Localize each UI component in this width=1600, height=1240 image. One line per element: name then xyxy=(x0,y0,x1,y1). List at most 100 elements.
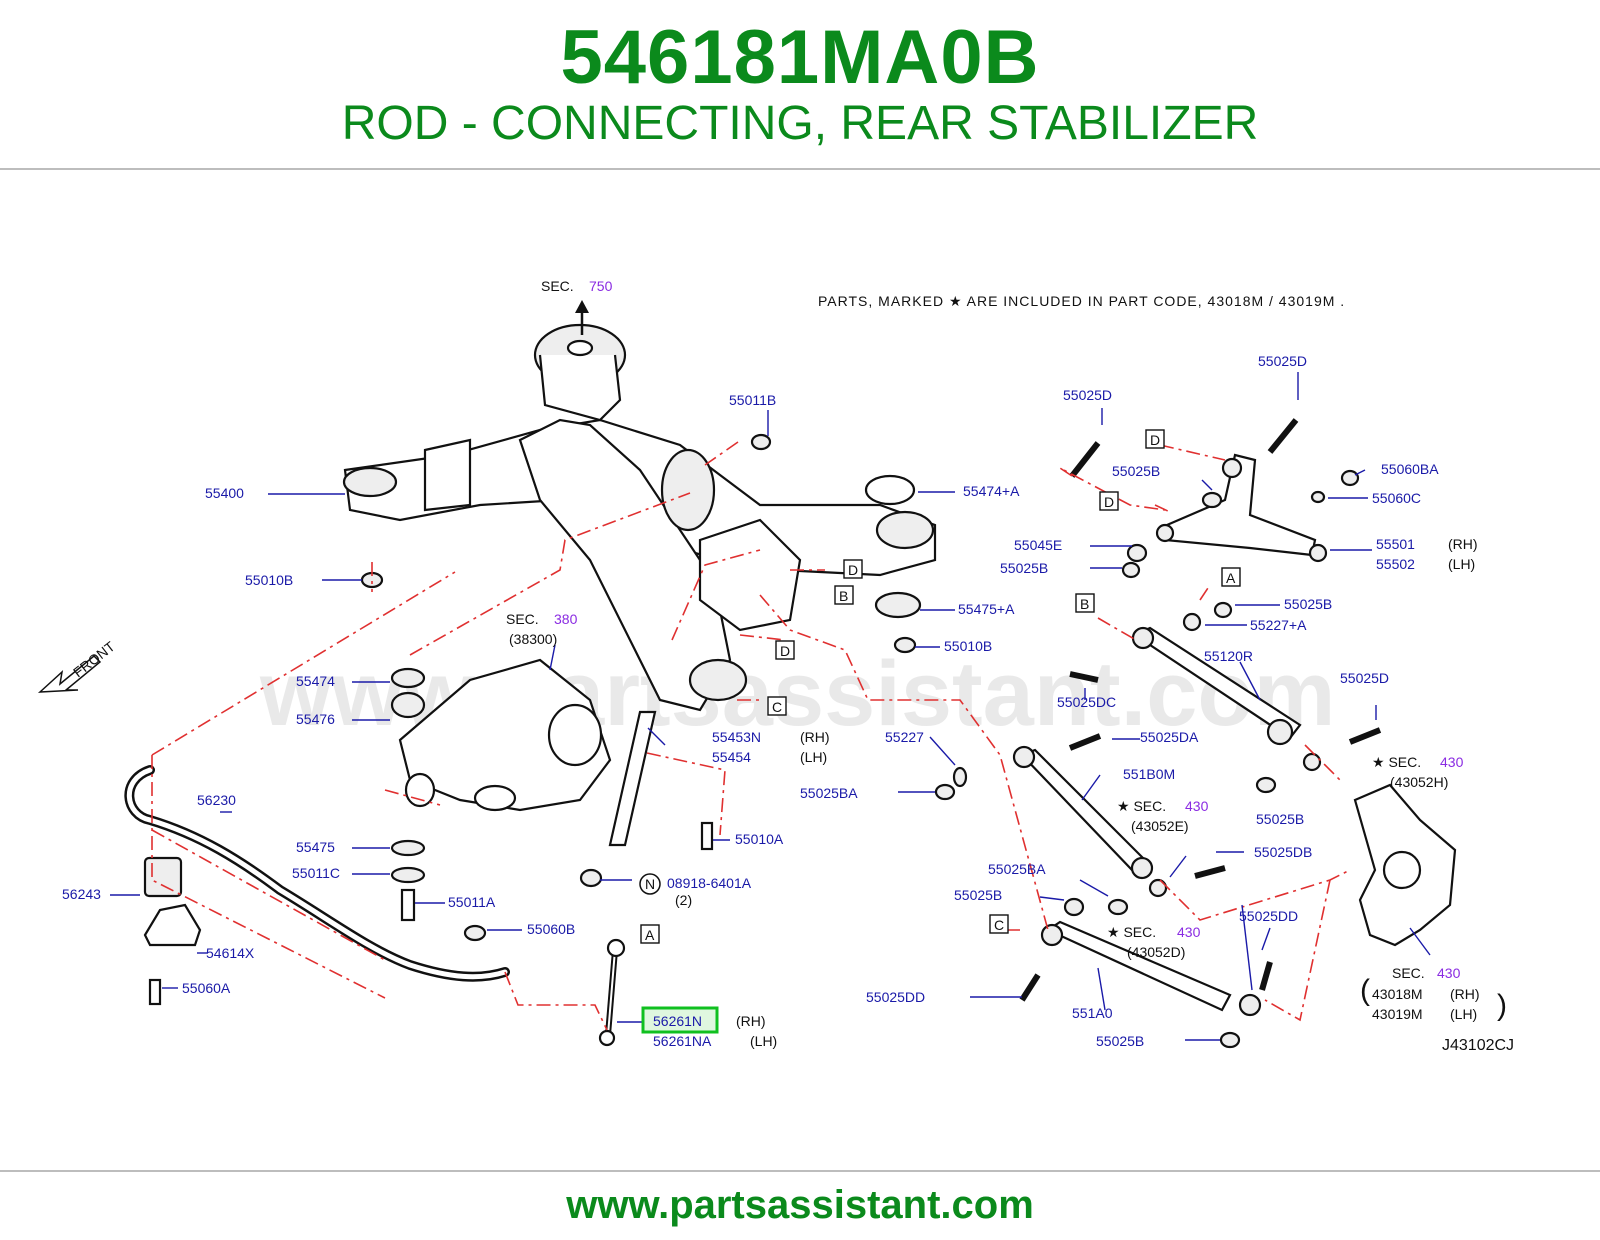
label-551B0M: 551B0M xyxy=(1123,766,1175,782)
part-name-subtitle: ROD - CONNECTING, REAR STABILIZER xyxy=(341,97,1259,150)
label-55060BA: 55060BA xyxy=(1381,461,1439,477)
label-55025BA-2: 55025BA xyxy=(988,861,1046,877)
ref-letter-d2: D xyxy=(780,643,790,659)
label-55025DD-2: 55025DD xyxy=(866,989,925,1005)
label-lh-1: (LH) xyxy=(800,749,827,765)
label-551A0: 551A0 xyxy=(1072,1005,1113,1021)
header-divider xyxy=(0,168,1600,170)
highlight-box-56261N xyxy=(641,1006,719,1034)
parts-note: PARTS, MARKED ★ ARE INCLUDED IN PART COD… xyxy=(818,293,1345,309)
sec380-number: 380 xyxy=(554,611,578,627)
label-55011A: 55011A xyxy=(448,894,496,910)
mount-washers xyxy=(148,433,922,1006)
label-55045E: 55045E xyxy=(1014,537,1062,553)
label-55025B-6: 55025B xyxy=(1096,1033,1144,1049)
label-rh-4: (RH) xyxy=(1450,986,1480,1002)
label-55227: 55227 xyxy=(885,729,924,745)
ref-letter-b1: B xyxy=(839,588,848,604)
footer-website-link[interactable]: www.partsassistant.com xyxy=(566,1183,1034,1227)
label-55025B-2: 55025B xyxy=(1000,560,1048,576)
sec430d-number: 430 xyxy=(1437,965,1461,981)
label-lh-2: (LH) xyxy=(750,1033,777,1049)
label-55025B-3: 55025B xyxy=(1284,596,1332,612)
exploded-parts-diagram: www.partsassistant.com xyxy=(37,278,1514,1054)
label-55502: 55502 xyxy=(1376,556,1415,572)
paren-open: ( xyxy=(1360,974,1370,1007)
ref-letter-d3: D xyxy=(1150,432,1160,448)
label-55227A: 55227+A xyxy=(1250,617,1307,633)
subframe-55400 xyxy=(342,323,937,712)
leader-lines xyxy=(110,372,1431,1041)
label-rh-3: (RH) xyxy=(1448,536,1478,552)
label-rh-1: (RH) xyxy=(800,729,830,745)
label-55010B-a: 55010B xyxy=(245,572,293,588)
label-55060A: 55060A xyxy=(182,980,231,996)
label-55475A: 55475+A xyxy=(958,601,1015,617)
bushing-56243 xyxy=(143,856,183,898)
label-55025DD-1: 55025DD xyxy=(1239,908,1298,924)
label-55025DA: 55025DA xyxy=(1140,729,1199,745)
sec430b-number: 430 xyxy=(1185,798,1209,814)
label-55476: 55476 xyxy=(296,711,335,727)
sec430d-prefix: SEC. xyxy=(1392,965,1425,981)
bolts xyxy=(934,418,1382,1049)
sec380-prefix: SEC. xyxy=(506,611,539,627)
reference-lines xyxy=(151,441,1351,1031)
sec430b-prefix: ★ SEC. xyxy=(1117,798,1166,814)
label-55025D-3: 55025D xyxy=(1340,670,1389,686)
ref-letter-a1: A xyxy=(1226,570,1236,586)
paren-close: ) xyxy=(1497,989,1507,1022)
bracket-55453N xyxy=(608,710,657,847)
label-lh-3: (LH) xyxy=(1448,556,1475,572)
label-56261N[interactable]: 56261N xyxy=(653,1013,702,1029)
label-55025DC: 55025DC xyxy=(1057,694,1116,710)
label-08918-6401A: 08918-6401A xyxy=(667,875,752,891)
ref-boxes: D B D C D D A B C A xyxy=(640,429,1241,944)
ref-letter-c2: C xyxy=(994,917,1004,933)
label-lh-4: (LH) xyxy=(1450,1006,1477,1022)
sec380-subcode: (38300) xyxy=(509,631,557,647)
front-arrow-icon xyxy=(37,654,102,693)
sec430a-prefix: ★ SEC. xyxy=(1372,754,1421,770)
sec750-number: 750 xyxy=(589,278,613,294)
label-55453N: 55453N xyxy=(712,729,761,745)
ref-letter-d4: D xyxy=(1104,494,1114,510)
sec430a-number: 430 xyxy=(1440,754,1464,770)
sec430a-subcode: (43052H) xyxy=(1390,774,1448,790)
label-55025B-5: 55025B xyxy=(954,887,1002,903)
label-qty-2: (2) xyxy=(675,892,692,908)
sec430c-prefix: ★ SEC. xyxy=(1107,924,1156,940)
label-55011C: 55011C xyxy=(292,865,340,881)
label-55400: 55400 xyxy=(205,485,244,501)
label-55025D-1: 55025D xyxy=(1063,387,1112,403)
drawing-code: J43102CJ xyxy=(1442,1037,1514,1054)
front-label: FRONT xyxy=(70,638,118,681)
differential-sec380 xyxy=(398,658,612,812)
label-43019M: 43019M xyxy=(1372,1006,1423,1022)
ref-letter-b2: B xyxy=(1080,596,1089,612)
label-56230: 56230 xyxy=(197,792,236,808)
n-circle-icon xyxy=(639,873,661,895)
ref-letter-d1: D xyxy=(848,562,858,578)
label-55060C: 55060C xyxy=(1372,490,1421,506)
label-rh-2: (RH) xyxy=(736,1013,766,1029)
arrow-up-icon xyxy=(575,300,589,335)
label-55475: 55475 xyxy=(296,839,335,855)
sec430b-subcode: (43052E) xyxy=(1131,818,1189,834)
label-55454: 55454 xyxy=(712,749,751,765)
label-55025DB: 55025DB xyxy=(1254,844,1312,860)
label-54614X: 54614X xyxy=(206,945,255,961)
label-55474A: 55474+A xyxy=(963,483,1020,499)
label-55474: 55474 xyxy=(296,673,335,689)
label-56243: 56243 xyxy=(62,886,101,902)
n-circle-letter: N xyxy=(645,876,655,892)
ref-letter-a2: A xyxy=(645,927,655,943)
sec430c-subcode: (43052D) xyxy=(1127,944,1185,960)
label-55010B-b: 55010B xyxy=(944,638,992,654)
ref-letter-c1: C xyxy=(772,699,782,715)
sec430c-number: 430 xyxy=(1177,924,1201,940)
label-55025BA-1: 55025BA xyxy=(800,785,858,801)
label-55025B-4: 55025B xyxy=(1256,811,1304,827)
clamp-54614X xyxy=(143,903,202,947)
label-55025D-2: 55025D xyxy=(1258,353,1307,369)
